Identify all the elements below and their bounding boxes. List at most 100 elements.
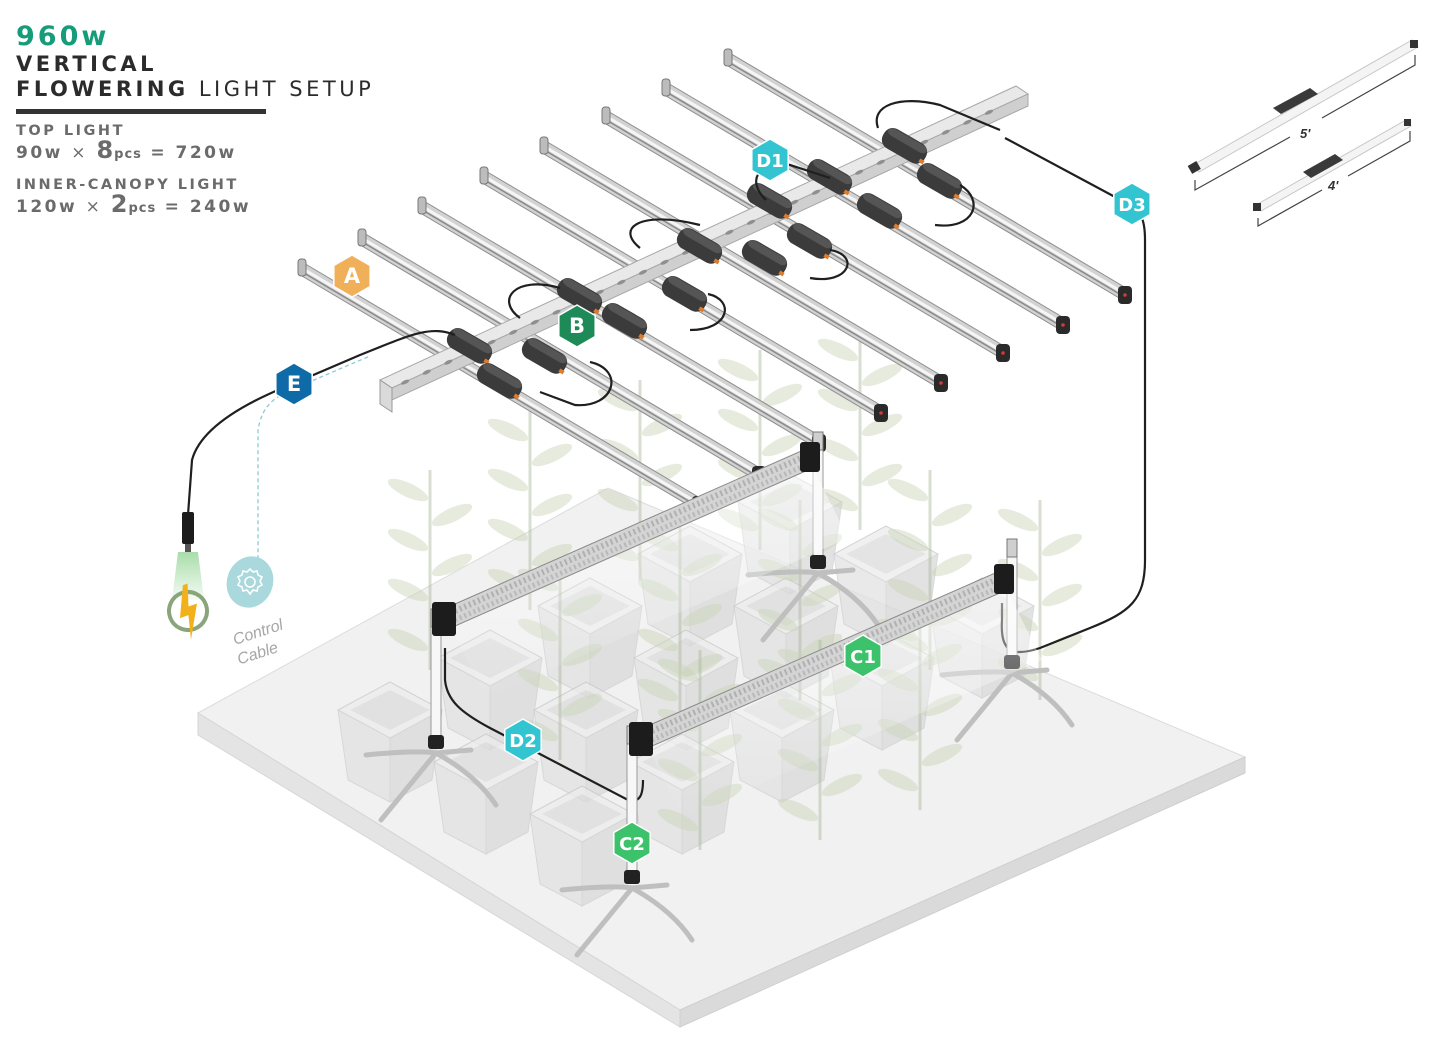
connector xyxy=(593,308,600,315)
leaf xyxy=(387,578,429,602)
spec-watt: 120w xyxy=(16,197,78,217)
light-glow xyxy=(643,580,1042,818)
title-line2: FLOWERING LIGHT SETUP xyxy=(16,77,374,102)
spec-times: × xyxy=(85,197,103,217)
leaf xyxy=(801,583,843,607)
rail-slot xyxy=(617,279,626,285)
legend-length-5ft: 5' xyxy=(1300,126,1311,141)
stand-base xyxy=(559,882,695,958)
end-bracket xyxy=(800,442,820,472)
leaf xyxy=(817,438,859,462)
spec-watt: 90w xyxy=(16,143,63,163)
rail-slot xyxy=(963,119,972,125)
driver-box xyxy=(881,128,928,165)
stand-base xyxy=(745,567,881,643)
leaf xyxy=(997,508,1039,532)
spec-formula: 90w × 8pcs = 720w xyxy=(16,138,374,165)
badge-b: B xyxy=(558,304,596,348)
badge-label: D1 xyxy=(756,151,783,172)
inner-light-stand xyxy=(363,608,499,823)
badge-hexagon xyxy=(1113,182,1151,226)
pole-collar xyxy=(428,735,444,749)
rail-slot xyxy=(444,359,453,365)
cable-loop xyxy=(508,283,561,319)
driver-box xyxy=(786,223,833,260)
inner-canopy-bar xyxy=(629,564,1042,818)
lightning-icon xyxy=(179,583,197,640)
spec-unit: pcs xyxy=(128,201,157,216)
leaf xyxy=(637,628,679,652)
driver-box xyxy=(676,228,723,265)
leaf xyxy=(431,553,473,577)
leaf xyxy=(1041,633,1083,657)
plant xyxy=(387,470,473,670)
rail-slot xyxy=(941,129,950,135)
connector xyxy=(823,253,830,260)
spec-formula: 120w × 2pcs = 240w xyxy=(16,192,374,219)
plant xyxy=(817,330,903,530)
title-line2-bold: FLOWERING xyxy=(16,77,189,101)
leaf xyxy=(431,503,473,527)
driver-box xyxy=(856,193,903,230)
pole-collar xyxy=(810,555,826,569)
badge-label: E xyxy=(287,372,301,396)
connector xyxy=(953,193,960,200)
leaf xyxy=(387,628,429,652)
leaf xyxy=(487,518,529,542)
leaf xyxy=(921,743,963,767)
leaf xyxy=(681,603,723,627)
title-divider xyxy=(16,109,266,114)
inner-canopy-bar xyxy=(432,442,848,698)
spec-times: × xyxy=(71,143,89,163)
rail-slot xyxy=(855,169,864,175)
badge-a: A xyxy=(333,254,371,298)
connector xyxy=(843,189,850,196)
end-bracket xyxy=(629,722,653,756)
spec-inner-canopy-light: INNER-CANOPY LIGHT 120w × 2pcs = 240w xyxy=(16,177,374,219)
driver-box xyxy=(916,163,963,200)
badge-label: D2 xyxy=(509,731,536,752)
end-cap xyxy=(723,48,733,67)
rail-slot xyxy=(660,259,669,265)
spec-unit: pcs xyxy=(114,147,142,162)
connector xyxy=(513,393,520,400)
badge-label: A xyxy=(344,264,361,288)
leaf xyxy=(817,388,859,412)
leaf xyxy=(931,503,973,527)
leaf xyxy=(1041,583,1083,607)
leaf xyxy=(861,363,903,387)
leaf xyxy=(761,383,803,407)
led-row xyxy=(444,452,810,618)
leaf xyxy=(877,768,919,792)
end-cap xyxy=(357,228,367,247)
badge-label: B xyxy=(569,314,585,338)
pole-top xyxy=(1006,538,1018,558)
plant xyxy=(487,410,573,610)
badge-hexagon xyxy=(844,634,882,678)
title-line2-rest: LIGHT SETUP xyxy=(188,77,375,101)
connector xyxy=(783,213,790,220)
leaf xyxy=(531,443,573,467)
spec-equals: = xyxy=(164,197,182,217)
legend-bar-4ft: 4' xyxy=(1253,119,1412,228)
cable-loop xyxy=(539,360,613,407)
plant-pot xyxy=(532,681,640,803)
control-cable-line xyxy=(257,387,301,560)
control-cable-label: Control Cable xyxy=(231,617,286,669)
cable-d2 xyxy=(443,648,645,802)
indicator-light xyxy=(1001,351,1005,355)
badge-hexagon xyxy=(275,362,313,406)
bar-length-legend: 5' 4' xyxy=(1187,39,1419,228)
connector xyxy=(893,223,900,230)
badge-d2: D2 xyxy=(504,718,542,762)
badge-e: E xyxy=(275,362,313,406)
leaf xyxy=(801,633,843,657)
leaf xyxy=(887,478,929,502)
title-line1: VERTICAL xyxy=(16,52,158,76)
leaf xyxy=(487,468,529,492)
leaf xyxy=(681,653,723,677)
top-light-bar xyxy=(539,136,948,392)
rail-slot xyxy=(552,309,561,315)
badge-label: C2 xyxy=(619,834,645,855)
